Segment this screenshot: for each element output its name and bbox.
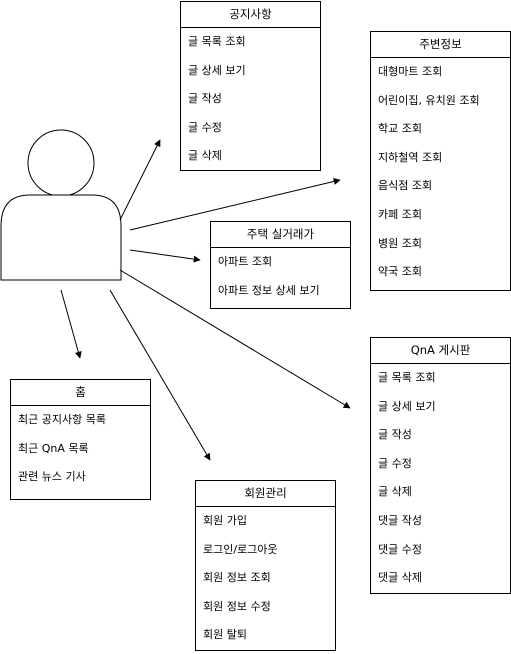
around-info-item: 어린이집, 유치원 조회 <box>378 93 480 107</box>
member-management-items: 회원 가입 로그인/로그아웃 회원 정보 조회 회원 정보 수정 회원 탈퇴 <box>196 507 335 650</box>
home-items: 최근 공지사항 목록 최근 QnA 목록 관련 뉴스 기사 <box>11 406 150 492</box>
qna-board-item: 글 수정 <box>378 456 412 470</box>
qna-board-item: 댓글 수정 <box>378 542 422 556</box>
user-actor-icon <box>0 129 122 281</box>
around-info-item: 대형마트 조회 <box>378 65 443 78</box>
notice-items: 글 목록 조회 글 상세 보기 글 작성 글 수정 글 삭제 <box>181 28 320 171</box>
member-management-item: 로그인/로그아웃 <box>203 542 278 556</box>
house-price-item: 아파트 정보 상세 보기 <box>218 283 320 297</box>
around-info-title: 주변정보 <box>371 32 510 58</box>
qna-board-item: 글 목록 조회 <box>378 371 436 384</box>
notice-box: 공지사항 글 목록 조회 글 상세 보기 글 작성 글 수정 글 삭제 <box>180 1 321 171</box>
member-management-item: 회원 정보 수정 <box>203 599 271 613</box>
arrow-to-member <box>109 289 211 461</box>
house-price-box: 주택 실거래가 아파트 조회 아파트 정보 상세 보기 <box>210 221 351 309</box>
qna-board-items: 글 목록 조회 글 상세 보기 글 작성 글 수정 글 삭제 댓글 작성 댓글 … <box>371 364 510 593</box>
qna-board-item: 글 삭제 <box>378 485 412 499</box>
around-info-item: 약국 조회 <box>378 265 422 279</box>
qna-board-item: 댓글 삭제 <box>378 571 422 585</box>
house-price-title: 주택 실거래가 <box>211 222 350 248</box>
arrow-to-around <box>129 178 341 231</box>
notice-item: 글 수정 <box>188 120 222 134</box>
notice-item: 글 삭제 <box>188 149 222 163</box>
qna-board-item: 글 작성 <box>378 428 412 442</box>
home-box: 홈 최근 공지사항 목록 최근 QnA 목록 관련 뉴스 기사 <box>10 379 151 500</box>
qna-board-title: QnA 게시판 <box>371 338 510 364</box>
around-info-items: 대형마트 조회 어린이집, 유치원 조회 학교 조회 지하철역 조회 음식점 조… <box>371 58 510 287</box>
member-management-box: 회원관리 회원 가입 로그인/로그아웃 회원 정보 조회 회원 정보 수정 회원… <box>195 480 336 651</box>
house-price-items: 아파트 조회 아파트 정보 상세 보기 <box>211 248 350 305</box>
qna-board-item: 댓글 작성 <box>378 513 422 527</box>
qna-board-item: 글 상세 보기 <box>378 399 436 413</box>
notice-item: 글 작성 <box>188 92 222 106</box>
home-item: 관련 뉴스 기사 <box>18 470 86 484</box>
notice-title: 공지사항 <box>181 2 320 28</box>
arrow-to-home <box>60 289 82 359</box>
notice-item: 글 목록 조회 <box>188 35 246 48</box>
around-info-item: 음식점 조회 <box>378 179 433 193</box>
arrow-to-notice <box>119 139 161 221</box>
member-management-item: 회원 정보 조회 <box>203 571 271 585</box>
around-info-item: 학교 조회 <box>378 122 422 136</box>
around-info-item: 지하철역 조회 <box>378 150 443 164</box>
member-management-title: 회원관리 <box>196 481 335 507</box>
member-management-item: 회원 탈퇴 <box>203 628 247 642</box>
around-info-item: 카페 조회 <box>378 207 422 221</box>
home-item: 최근 QnA 목록 <box>18 441 89 455</box>
house-price-item: 아파트 조회 <box>218 255 273 268</box>
home-title: 홈 <box>11 380 150 406</box>
notice-item: 글 상세 보기 <box>188 63 246 77</box>
arrow-to-qna <box>119 269 351 409</box>
home-item: 최근 공지사항 목록 <box>18 413 106 426</box>
arrow-to-house <box>129 249 201 263</box>
around-info-box: 주변정보 대형마트 조회 어린이집, 유치원 조회 학교 조회 지하철역 조회 … <box>370 31 511 291</box>
around-info-item: 병원 조회 <box>378 236 422 250</box>
qna-board-box: QnA 게시판 글 목록 조회 글 상세 보기 글 작성 글 수정 글 삭제 댓… <box>370 337 511 594</box>
member-management-item: 회원 가입 <box>203 514 247 527</box>
